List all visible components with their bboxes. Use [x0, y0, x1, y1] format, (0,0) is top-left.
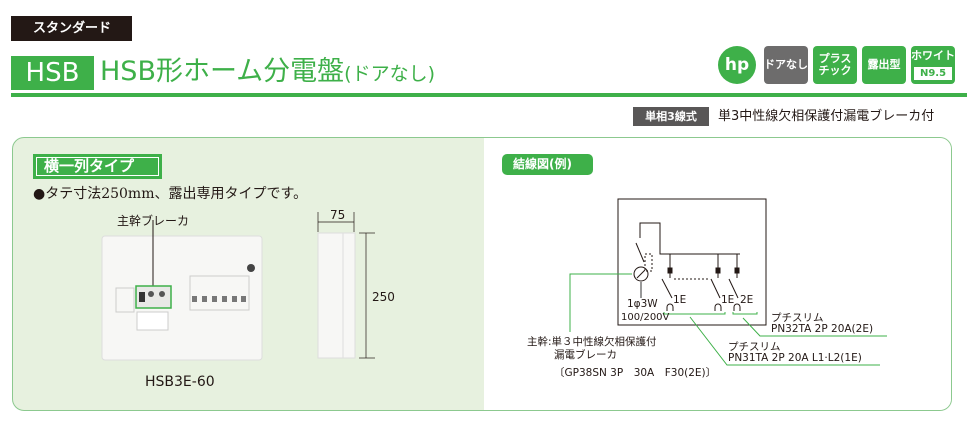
series-badge: HSB: [11, 56, 94, 90]
material-badge: プラス チック: [813, 46, 857, 84]
title-main: HSB形ホーム分電盤: [100, 56, 345, 87]
width-dimension: 75: [330, 208, 346, 222]
title-rule: [11, 93, 967, 97]
supply-label: 1φ3W: [627, 298, 658, 310]
mount-badge: 露出型: [862, 46, 906, 84]
diagram-tag: 結線図(例): [502, 154, 593, 175]
branch2-name: プチスリム: [771, 312, 824, 324]
model-name: HSB3E-60: [145, 374, 215, 390]
callout-lines: [569, 273, 887, 366]
wiring-diagram: [617, 198, 767, 326]
color-badge: ホワイト N9.5: [911, 46, 955, 84]
branch-1e-a: 1E: [673, 294, 687, 306]
branch1-spec: PN31TA 2P 20A L1·L2(1E): [728, 352, 862, 364]
main-breaker-desc-2: 漏電ブレーカ: [554, 349, 617, 361]
branch-1e-b: 1E: [721, 294, 735, 306]
door-badge: ドアなし: [764, 46, 808, 84]
branch1-name: プチスリム: [728, 341, 781, 353]
title-suffix: (ドアなし): [344, 63, 435, 85]
branch2-spec: PN32TA 2P 20A(2E): [771, 323, 874, 335]
feature-text: 単3中性線欠相保護付漏電ブレーカ付: [718, 109, 935, 124]
hp-logo-icon: hp: [718, 46, 756, 84]
phase-type: 単相3線式: [633, 107, 709, 126]
main-breaker-desc: 主幹:単３中性線欠相保護付: [527, 336, 657, 348]
branch-2e: 2E: [740, 294, 754, 306]
category-label: スタンダード: [11, 16, 132, 41]
page-title: HSB形ホーム分電盤(ドアなし): [100, 55, 435, 91]
voltage-label: 100/200V: [621, 312, 670, 323]
type-note: ●タテ寸法250mm、露出専用タイプです。: [33, 186, 308, 202]
main-breaker-spec: 〔GP38SN 3P 30A F30(2E)〕: [554, 367, 717, 379]
panel-side-image: [317, 212, 375, 359]
color-code: N9.5: [914, 67, 952, 80]
type-tag: 横一列タイプ: [33, 154, 162, 179]
color-label: ホワイト: [911, 49, 955, 62]
panel-front-image: [101, 220, 263, 361]
height-dimension: 250: [372, 290, 395, 304]
